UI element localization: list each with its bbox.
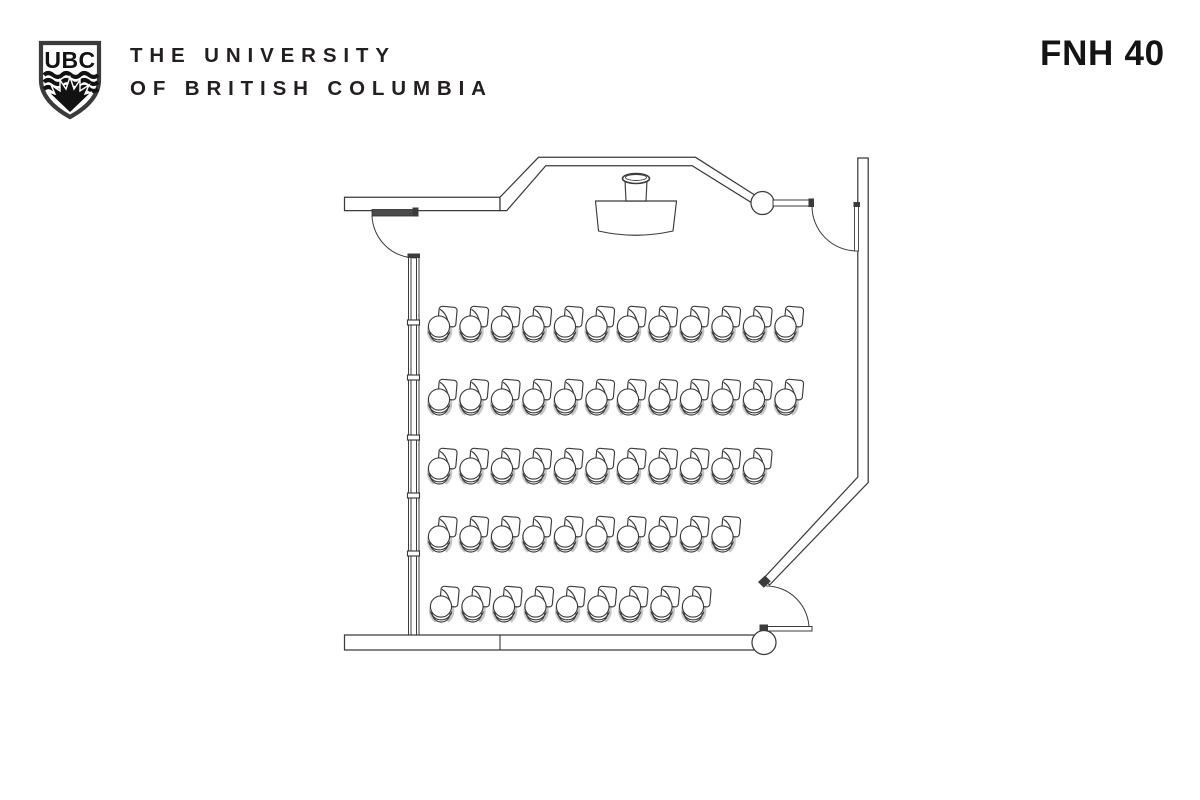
door-bottom-right-leaf — [763, 626, 813, 632]
chair-row2-seat11 — [742, 378, 773, 416]
window-wall-left — [406, 253, 421, 635]
chair-row4-seat10 — [710, 515, 742, 553]
door-top-left-swing — [371, 215, 417, 259]
chair-row2-seat2 — [458, 378, 490, 416]
chair-row5-seat5 — [555, 585, 586, 623]
chair-row2-seat6 — [584, 378, 616, 416]
chair-row5-seat3 — [492, 585, 523, 623]
crest-rays-icon — [47, 74, 93, 114]
chair-row1-seat4 — [521, 305, 553, 343]
wall-right — [762, 157, 869, 586]
chair-row5-seat2 — [460, 585, 492, 623]
chair-row4-seat9 — [679, 515, 710, 553]
chair-row1-seat12 — [773, 305, 805, 343]
door-top-right-stop — [808, 198, 814, 207]
institution-name-line2: OF BRITISH COLUMBIA — [130, 77, 493, 100]
door-top-left — [371, 207, 419, 259]
chair-row1-seat2 — [458, 305, 490, 343]
chair-row2-seat5 — [553, 378, 584, 416]
chair-row1-seat6 — [584, 305, 616, 343]
chair-row2-seat1 — [427, 378, 458, 416]
chair-row2-seat7 — [616, 378, 647, 416]
window-mullion — [406, 319, 421, 326]
chair-row5-seat4 — [523, 585, 555, 623]
room-label: FNH 40 — [1040, 34, 1165, 73]
chair-row5-seat1 — [429, 585, 460, 623]
wall-bottom — [343, 634, 757, 651]
sidelite-cap — [853, 202, 860, 207]
chair-row1-seat11 — [742, 305, 773, 343]
chair-row3-seat2 — [458, 447, 490, 485]
chair-row4-seat4 — [521, 515, 553, 553]
window-mullion — [406, 434, 421, 441]
door-top-left-leaf — [371, 209, 417, 217]
window-mullion — [406, 492, 421, 499]
wall-top — [499, 156, 762, 212]
lectern-desk — [594, 200, 678, 236]
door-bottom-right — [751, 575, 813, 656]
window-wall-cap — [407, 253, 420, 258]
lectern-stool-rim — [625, 174, 647, 181]
chair-row1-seat5 — [553, 305, 584, 343]
sidelite-right — [854, 205, 859, 252]
institution-name-line1: THE UNIVERSITY — [130, 44, 396, 67]
column-bottom-right — [751, 629, 777, 656]
chair-row5-seat7 — [618, 585, 649, 623]
chair-row4-seat3 — [490, 515, 521, 553]
chair-row1-seat7 — [616, 305, 647, 343]
door-top-right-leaf — [772, 199, 813, 207]
chair-row3-seat7 — [616, 447, 647, 485]
chair-row2-seat9 — [679, 378, 710, 416]
door-top-left-stop — [412, 207, 419, 217]
chair-row4-seat8 — [647, 515, 679, 553]
chair-row1-seat9 — [679, 305, 710, 343]
chair-row4-seat7 — [616, 515, 647, 553]
chair-row1-seat8 — [647, 305, 679, 343]
chair-row3-seat8 — [647, 447, 679, 485]
wall-top-left — [343, 196, 501, 212]
chair-row4-seat1 — [427, 515, 458, 553]
chair-row2-seat4 — [521, 378, 553, 416]
lectern-stool — [621, 172, 651, 185]
lectern — [594, 172, 678, 236]
chair-row2-seat3 — [490, 378, 521, 416]
chair-row5-seat9 — [681, 585, 712, 623]
chair-row3-seat1 — [427, 447, 458, 485]
column-top-right — [750, 190, 775, 216]
chair-row3-seat10 — [710, 447, 742, 485]
chair-row2-seat12 — [773, 378, 805, 416]
chair-row1-seat10 — [710, 305, 742, 343]
chair-row3-seat9 — [679, 447, 710, 485]
chair-row4-seat5 — [553, 515, 584, 553]
window-mullion — [406, 374, 421, 381]
crest-ubc-text: UBC — [44, 47, 95, 73]
chair-row3-seat6 — [584, 447, 616, 485]
chair-row5-seat6 — [586, 585, 618, 623]
chair-row2-seat8 — [647, 378, 679, 416]
ubc-logo: UBC — [38, 40, 102, 120]
chair-row2-seat10 — [710, 378, 742, 416]
chair-row1-seat1 — [427, 305, 458, 343]
window-mullion — [406, 550, 421, 557]
chair-row5-seat8 — [649, 585, 681, 623]
chair-row4-seat2 — [458, 515, 490, 553]
seating-area — [427, 305, 805, 623]
chair-row4-seat6 — [584, 515, 616, 553]
door-bottom-right-stop — [759, 624, 768, 632]
chair-row3-seat5 — [553, 447, 584, 485]
chair-row1-seat3 — [490, 305, 521, 343]
door-bottom-right-swing — [765, 585, 810, 630]
chair-row3-seat3 — [490, 447, 521, 485]
chair-row3-seat4 — [521, 447, 553, 485]
door-bottom-right-hinge — [758, 575, 771, 588]
chair-row3-seat11 — [742, 447, 773, 485]
door-top-right — [750, 190, 860, 252]
door-top-right-swing — [811, 205, 858, 252]
